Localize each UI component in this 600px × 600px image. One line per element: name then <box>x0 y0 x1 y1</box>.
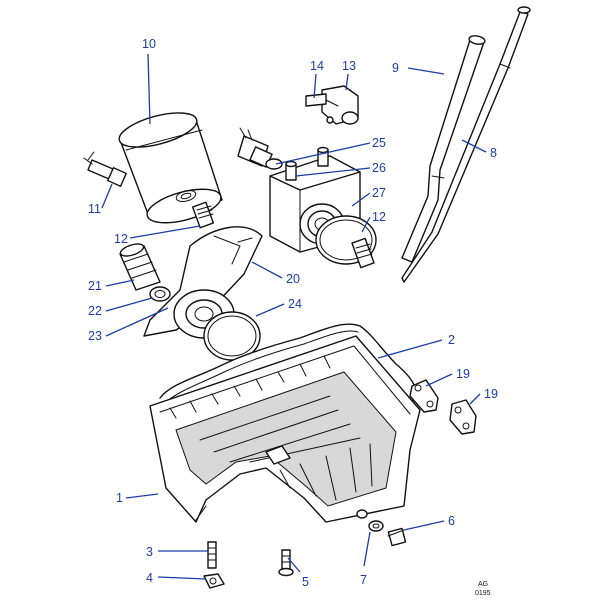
callout-3: 3 <box>146 545 153 559</box>
callout-23: 23 <box>88 329 102 343</box>
drawing-stamp: AG 0195 <box>475 581 491 597</box>
callout-10: 10 <box>142 37 156 51</box>
callout-11: 11 <box>88 202 101 216</box>
spacer-plate-lower <box>449 399 477 435</box>
stud-bolt <box>207 541 217 569</box>
drain-plug <box>387 527 407 547</box>
callout-20: 20 <box>286 272 300 286</box>
callout-6: 6 <box>448 514 455 528</box>
relief-valve <box>119 243 161 291</box>
dipstick <box>401 6 531 283</box>
oil-cooler <box>269 146 361 253</box>
cooler-stud <box>351 237 375 269</box>
oil-pressure-switch <box>83 151 127 187</box>
oil-filter <box>118 112 223 224</box>
temperature-sender <box>237 127 283 170</box>
callout-12-cooler: 12 <box>372 210 386 224</box>
stamp-line-2: 0195 <box>475 590 491 597</box>
callout-19-upper: 19 <box>456 367 470 381</box>
callout-21: 21 <box>88 279 102 293</box>
relief-valve-seal <box>149 286 171 302</box>
nut <box>203 573 225 589</box>
pan-bolt <box>278 549 294 577</box>
callout-25: 25 <box>372 136 386 150</box>
spacer-plate-upper <box>409 379 439 413</box>
stamp-line-1: AG <box>478 581 488 588</box>
callout-labels: 10 14 13 9 8 25 26 27 12 11 12 20 21 22 … <box>88 37 498 589</box>
callout-9: 9 <box>392 61 399 75</box>
callout-24: 24 <box>288 297 302 311</box>
callout-4: 4 <box>146 571 153 585</box>
callout-8: 8 <box>490 146 497 160</box>
oil-pan <box>149 335 421 523</box>
breather-connector <box>305 85 359 125</box>
o-ring <box>203 311 261 361</box>
threaded-stud <box>191 201 215 229</box>
callout-7: 7 <box>360 573 367 587</box>
callout-22: 22 <box>88 304 102 318</box>
drain-plug-washer <box>368 520 384 532</box>
callout-26: 26 <box>372 161 386 175</box>
callout-2: 2 <box>448 333 455 347</box>
callout-14: 14 <box>310 59 324 73</box>
small-plug <box>356 509 368 519</box>
callout-13: 13 <box>342 59 356 73</box>
leader-lines <box>101 53 487 580</box>
callout-27: 27 <box>372 186 386 200</box>
callout-19-lower: 19 <box>484 387 498 401</box>
callout-1: 1 <box>116 491 123 505</box>
callout-12-filter: 12 <box>114 232 128 246</box>
callout-5: 5 <box>302 575 309 589</box>
